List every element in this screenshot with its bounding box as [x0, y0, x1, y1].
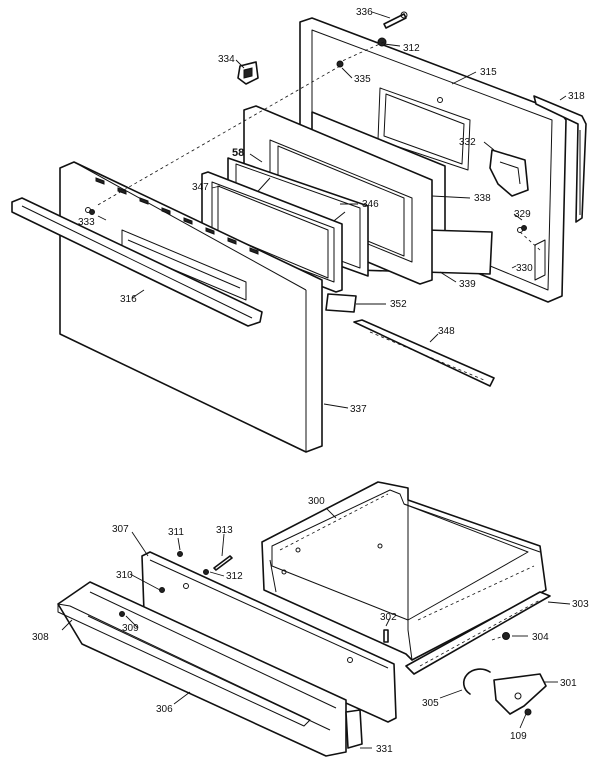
label-346: 346 [362, 199, 379, 210]
drawer-front-306 [57, 581, 347, 757]
label-312-lower: 312 [226, 571, 243, 582]
screw-302 [383, 629, 389, 643]
part-labels: 336 312 334 335 315 318 58 332 347 346 3… [32, 7, 589, 755]
clip-ring-305 [462, 668, 491, 695]
label-315: 315 [480, 67, 497, 78]
label-109: 109 [510, 731, 527, 742]
screw-109 [524, 708, 532, 716]
leader-lines [61, 11, 571, 749]
drawer-body-300 [261, 481, 547, 661]
label-339: 339 [459, 279, 476, 290]
screw-311 [177, 551, 183, 557]
label-308: 308 [32, 632, 49, 643]
label-332: 332 [459, 137, 476, 148]
label-335: 335 [354, 74, 371, 85]
latch-bracket-332 [489, 149, 529, 197]
label-338: 338 [474, 193, 491, 204]
label-305: 305 [422, 698, 439, 709]
label-311: 311 [168, 527, 184, 538]
label-316: 316 [120, 294, 137, 305]
screw-335 [336, 60, 344, 68]
label-301: 301 [560, 678, 577, 689]
label-331: 331 [376, 744, 393, 755]
hinge-strip-318 [533, 95, 587, 223]
bracket-301 [493, 673, 547, 715]
nut-304 [502, 632, 510, 640]
label-313: 313 [216, 525, 233, 536]
label-337: 337 [350, 404, 367, 415]
drawer-rail-303 [405, 591, 551, 675]
screw-329 [521, 225, 527, 231]
screw-336 [383, 11, 408, 29]
handle-trim-316 [11, 197, 263, 327]
label-309: 309 [122, 623, 139, 634]
label-306: 306 [156, 704, 173, 715]
label-318: 318 [568, 91, 585, 102]
label-307: 307 [112, 524, 129, 535]
label-334: 334 [218, 54, 235, 65]
label-329: 329 [514, 209, 531, 220]
screw-313 [213, 555, 233, 571]
label-303: 303 [572, 599, 589, 610]
screw-310 [159, 587, 165, 593]
outer-door-337 [59, 161, 323, 453]
label-336: 336 [356, 7, 373, 18]
label-58: 58 [232, 147, 244, 159]
screw-309 [119, 611, 125, 617]
label-348: 348 [438, 326, 455, 337]
strip-352 [325, 293, 357, 313]
label-302: 302 [380, 612, 397, 623]
end-cap-331 [345, 709, 363, 749]
label-352: 352 [390, 299, 407, 310]
label-333: 333 [78, 217, 95, 228]
nut-312 [377, 37, 387, 47]
label-347: 347 [192, 182, 209, 193]
screw-333 [89, 209, 95, 215]
bottom-strip-348 [353, 319, 495, 387]
nut-312-lower [203, 569, 209, 575]
label-330: 330 [516, 263, 533, 274]
label-310: 310 [116, 570, 133, 581]
label-304: 304 [532, 632, 549, 643]
label-312: 312 [403, 43, 420, 54]
label-300: 300 [308, 496, 325, 507]
